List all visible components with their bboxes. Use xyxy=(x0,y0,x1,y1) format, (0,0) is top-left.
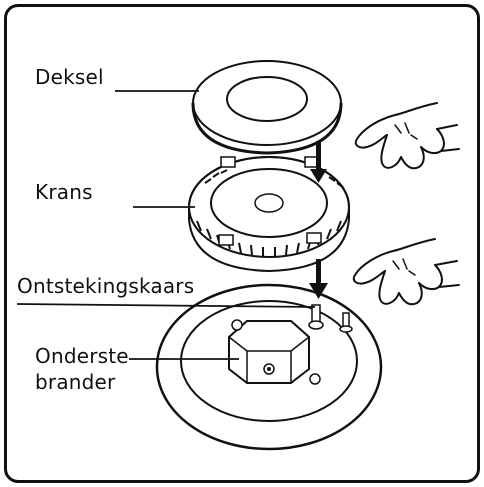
pointing-hand-icon xyxy=(354,102,460,170)
lid-part xyxy=(191,60,343,155)
down-arrow-icon xyxy=(310,141,327,183)
leader-line-ontstekingskaars xyxy=(16,303,316,308)
label-onderste-line2: brander xyxy=(35,370,116,394)
ignition-candle xyxy=(308,304,353,333)
label-deksel: Deksel xyxy=(35,65,104,89)
down-arrow-icon xyxy=(309,259,328,299)
label-ontstekingskaars: Ontstekingskaars xyxy=(17,274,195,298)
burner-base-part xyxy=(155,283,383,451)
label-onderste-line1: Onderste xyxy=(35,344,129,368)
pointing-hand-icon xyxy=(352,238,460,306)
diagram-frame: Deksel Krans Ontstekingskaars Onderste b… xyxy=(4,4,480,483)
burner-assembly-diagram xyxy=(16,60,460,451)
label-krans: Krans xyxy=(35,180,93,204)
crown-part xyxy=(188,156,350,273)
